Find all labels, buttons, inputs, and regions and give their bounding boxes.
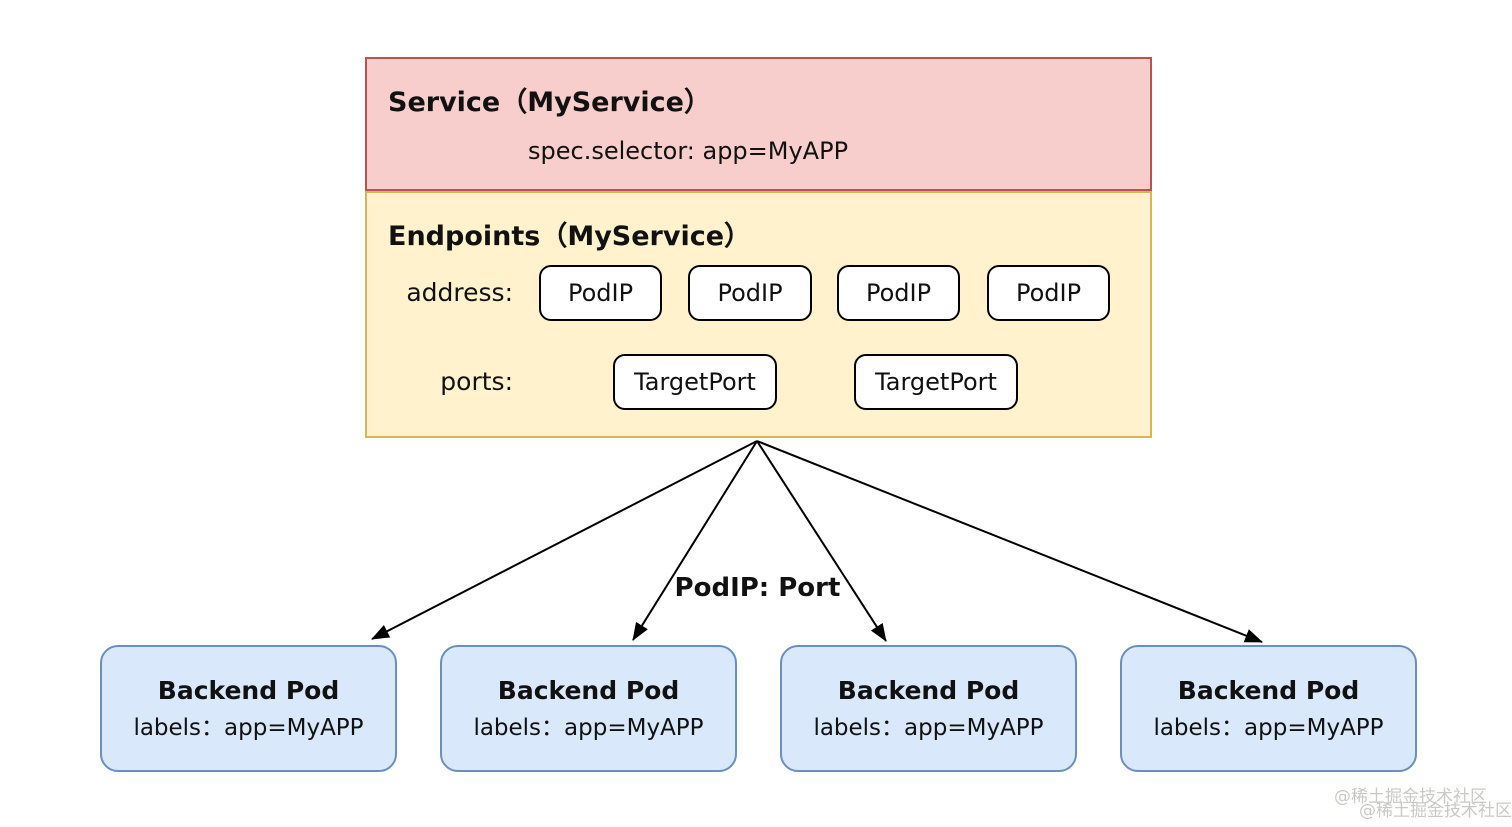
podip-chip: PodIP [539,265,662,321]
pod-title: Backend Pod [837,675,1020,705]
targetport-chip: TargetPort [854,354,1018,410]
watermark-line-2: @稀土掘金技术社区 [1359,801,1512,821]
podip-chip: PodIP [987,265,1110,321]
pod-title: Backend Pod [1177,675,1360,705]
podip-chip: PodIP [837,265,960,321]
arrow-to-pod-1 [371,440,758,640]
backend-pod-box: Backend Pod labels：app=MyAPP [1120,645,1417,772]
backend-pod-box: Backend Pod labels：app=MyAPP [780,645,1077,772]
pod-title: Backend Pod [157,675,340,705]
arrow-to-pod-4 [756,440,1263,643]
service-selector-text: spec.selector: app=MyAPP [528,137,849,165]
watermark-line-1: @稀土掘金技术社区 [1334,787,1487,807]
pod-labels: labels：app=MyAPP [813,714,1044,741]
pod-labels: labels：app=MyAPP [133,714,364,741]
targetport-chip: TargetPort [613,354,777,410]
pod-labels: labels：app=MyAPP [1153,714,1384,741]
pod-title: Backend Pod [497,675,680,705]
endpoints-title: Endpoints（MyService） [388,221,752,252]
pod-labels: labels：app=MyAPP [473,714,704,741]
arrow-to-pod-3 [756,440,887,642]
podip-chip: PodIP [688,265,812,321]
ports-label: ports: [440,367,513,396]
backend-pod-box: Backend Pod labels：app=MyAPP [440,645,737,772]
backend-pod-box: Backend Pod labels：app=MyAPP [100,645,397,772]
endpoints-box: Endpoints（MyService） address: PodIP PodI… [365,191,1152,438]
edge-label-podip-port: PodIP: Port [674,573,841,603]
arrow-to-pod-2 [632,440,758,641]
service-box: Service（MyService） spec.selector: app=My… [365,57,1152,191]
address-label: address: [406,278,513,307]
service-title: Service（MyService） [388,87,711,118]
